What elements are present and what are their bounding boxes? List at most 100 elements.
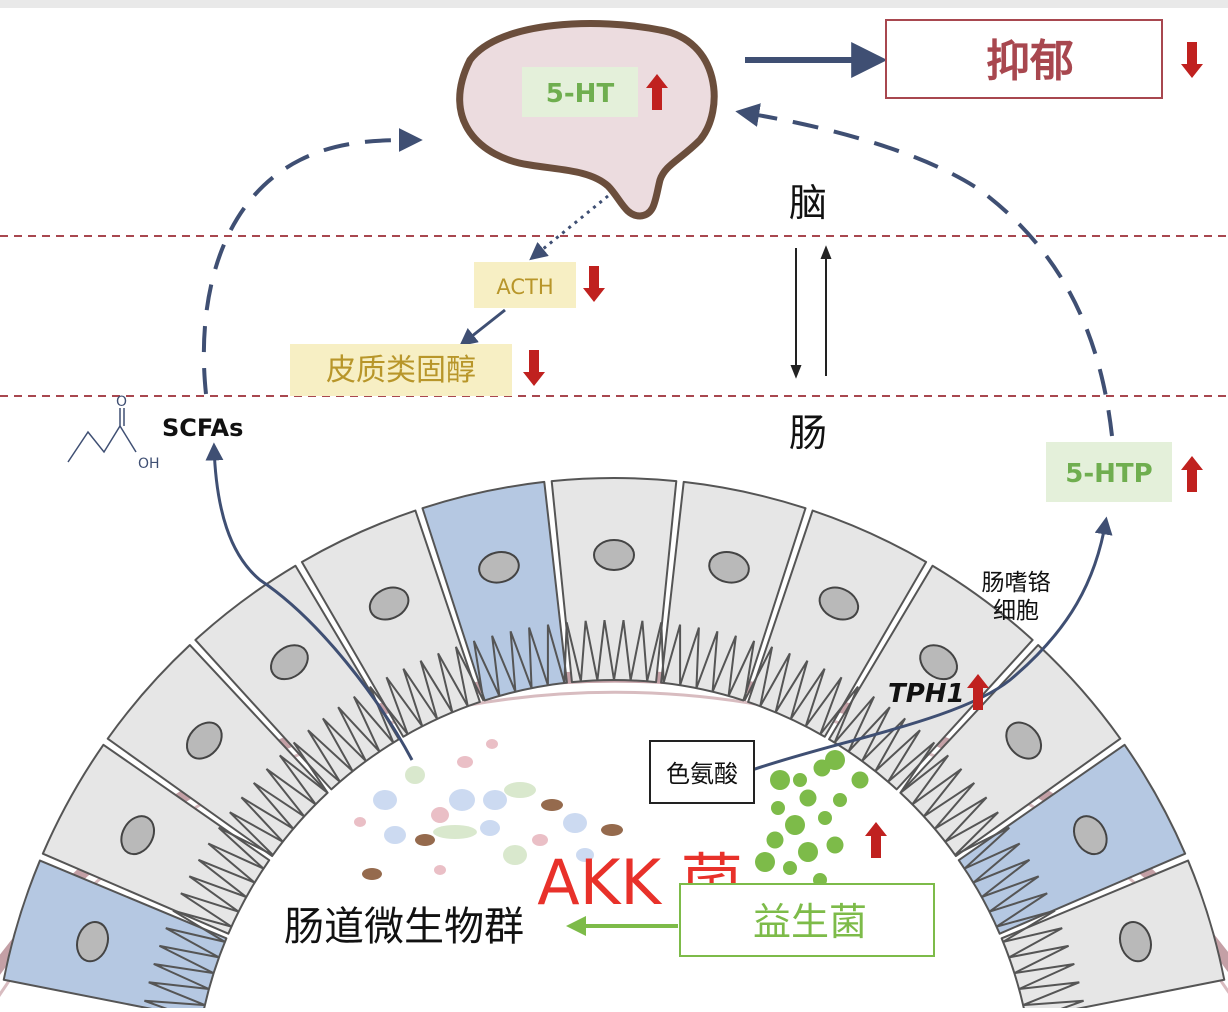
depression-label: 抑郁 <box>986 36 1074 87</box>
enterochromaffin-label-line1: 肠嗜铬 <box>982 570 1051 596</box>
microbe-blob <box>480 820 500 836</box>
scfas-to-brain-dashed-arrow <box>201 128 423 395</box>
cell-nucleus <box>593 539 635 571</box>
microbe-blob <box>504 782 536 798</box>
microbe-blob <box>431 807 449 823</box>
probiotic-dot <box>766 831 784 849</box>
microbe-blob <box>449 789 475 811</box>
probiotic-dot <box>825 750 845 770</box>
epithelial-cell <box>957 743 1187 935</box>
epithelial-cell <box>194 564 400 791</box>
probiotic-dot <box>818 811 832 825</box>
enterochromaffin-label-line2: 细胞 <box>993 598 1039 624</box>
microbe-blob <box>601 824 623 836</box>
cell-nucleus <box>185 721 223 760</box>
brain-outline <box>456 20 718 220</box>
tph1-label: TPH1 <box>888 679 965 709</box>
gut-label: 肠 <box>789 411 827 455</box>
probiotics-label: 益生菌 <box>753 900 867 944</box>
epithelial-cell <box>106 644 329 858</box>
acth-badge <box>474 262 576 308</box>
probiotic-dot <box>826 836 844 854</box>
probiotic-dot <box>851 771 869 789</box>
probiotics-up-arrow-icon <box>865 822 887 858</box>
depression-frame <box>885 19 1163 99</box>
cell-nucleus <box>1072 815 1108 856</box>
acth-label: ACTH <box>496 275 553 299</box>
epithelial-cell <box>300 509 481 738</box>
microbiota-to-scfas-arrow <box>205 442 414 761</box>
depression-box: 抑郁 <box>885 19 1163 99</box>
microbe-blob <box>434 865 446 875</box>
tryptophan-to-htp-arrow <box>751 516 1113 772</box>
epithelial-cells <box>2 477 1226 1012</box>
probiotic-dot <box>783 861 797 875</box>
microbe-blob <box>354 817 366 827</box>
probiotics-box <box>679 883 935 957</box>
corticosteroid-group: 皮质类固醇 <box>290 344 545 396</box>
htp-to-brain-dashed-arrow <box>735 103 1114 437</box>
corticosteroid-label: 皮质类固醇 <box>326 353 476 388</box>
microbe-blob <box>486 739 498 749</box>
probiotic-dot <box>793 773 807 787</box>
acth-group: ACTH <box>474 262 605 308</box>
brain-to-acth-arrow <box>529 194 609 261</box>
corticosteroid-badge <box>290 344 512 396</box>
microbe-blob <box>457 756 473 768</box>
microbe-blob <box>362 868 382 880</box>
brain-label: 脑 <box>789 181 827 225</box>
probiotic-dot <box>755 852 775 872</box>
cell-nucleus <box>1005 721 1043 760</box>
cell-nucleus <box>478 551 520 584</box>
molecule-oxygen-label: O <box>116 394 127 410</box>
cell-nucleus <box>368 586 410 621</box>
acth-down-arrow-icon <box>583 266 605 302</box>
cell-nucleus <box>120 815 156 856</box>
molecule-oh-label: OH <box>138 456 160 472</box>
epithelial-cell <box>41 743 271 935</box>
butyrate-molecule-icon <box>67 408 137 463</box>
cell-nucleus <box>919 644 958 681</box>
microbe-blob <box>384 826 406 844</box>
microbe-blob <box>532 834 548 846</box>
brain: 5-HT <box>456 20 718 220</box>
acth-to-corticosteroid-arrow <box>459 308 506 347</box>
microbe-blob <box>433 825 477 839</box>
htp-up-arrow-icon <box>1181 456 1203 492</box>
htp-group: 5-HTP <box>1046 442 1203 502</box>
cell-nucleus <box>270 644 309 681</box>
cell-nucleus <box>708 551 750 584</box>
tryptophan-label: 色氨酸 <box>666 760 738 788</box>
probiotic-dot <box>771 801 785 815</box>
cell-nucleus <box>818 586 860 621</box>
epithelial-cell <box>550 477 678 684</box>
probiotic-dot <box>799 789 817 807</box>
htp-label: 5-HTP <box>1065 459 1152 489</box>
probiotic-dot <box>798 842 818 862</box>
epithelial-cell <box>747 509 928 738</box>
serotonin-badge <box>522 67 638 117</box>
serotonin-label: 5-HT <box>546 79 615 109</box>
epithelial-cell <box>1000 859 1226 1012</box>
scfas-label: SCFAs <box>162 414 243 442</box>
cell-nucleus <box>1118 921 1152 963</box>
probiotic-dot <box>770 770 790 790</box>
microbe-blob <box>483 790 507 810</box>
microbe-blob <box>503 845 527 865</box>
gut-microbiota-cluster <box>354 739 623 880</box>
probiotic-dot <box>785 815 805 835</box>
tryptophan-box <box>649 740 755 804</box>
microbe-blob <box>405 766 425 784</box>
microbe-blob <box>541 799 563 811</box>
probiotic-bacteria-cluster <box>755 750 869 887</box>
intestinal-wall <box>0 477 1228 1012</box>
microbe-blob <box>415 834 435 846</box>
microbiota-label: 肠道微生物群 <box>284 904 524 950</box>
epithelial-cell <box>2 859 228 1012</box>
depression-down-arrow-icon <box>1181 42 1203 78</box>
corticosteroid-down-arrow-icon <box>523 350 545 386</box>
top-border <box>0 0 1228 8</box>
htp-badge <box>1046 442 1172 502</box>
